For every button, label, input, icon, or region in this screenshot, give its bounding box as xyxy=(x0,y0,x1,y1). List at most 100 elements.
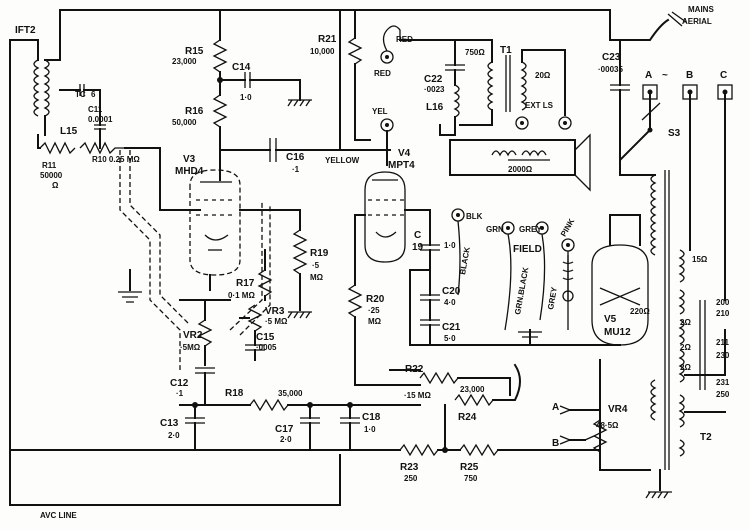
terminal-pink[interactable] xyxy=(561,238,575,252)
label-c19: C xyxy=(414,230,421,241)
resistor-r16 xyxy=(212,94,271,151)
label-c23: C23 xyxy=(602,52,621,63)
label-red-1: RED xyxy=(396,35,413,44)
label-c12-val: ·1 xyxy=(176,389,184,398)
ht-rail xyxy=(59,9,611,151)
resistor-r20 xyxy=(347,214,421,386)
capacitor-c14 xyxy=(219,72,312,107)
label-v5-ohm: 220Ω xyxy=(630,307,650,316)
earth-symbol xyxy=(118,269,142,303)
label-pink: PINK xyxy=(559,217,576,238)
terminal-a[interactable] xyxy=(642,84,658,100)
label-grey-2: GREY xyxy=(546,286,559,311)
label-aerial: AERIAL xyxy=(682,17,712,26)
capacitor-c13 xyxy=(185,404,205,451)
label-vr3: VR3 xyxy=(265,306,285,317)
resistor-r17 xyxy=(257,249,273,301)
label-r17: R17 xyxy=(236,278,255,289)
label-r25: R25 xyxy=(460,462,479,473)
label-r19-unit: MΩ xyxy=(310,273,324,282)
earth-symbol xyxy=(518,331,542,338)
potentiometer-vr3 xyxy=(239,304,263,346)
resistor-r11 xyxy=(39,141,76,155)
label-c16: C16 xyxy=(286,152,305,163)
label-vr2: VR2 xyxy=(183,330,203,341)
label-r20-unit: MΩ xyxy=(368,317,382,326)
terminal-grn[interactable] xyxy=(501,221,515,235)
label-c15-val: ·0005 xyxy=(256,343,277,352)
label-c17-val: 2·0 xyxy=(280,435,292,444)
label-r19: R19 xyxy=(310,248,329,259)
label-mains-b: B xyxy=(552,438,559,449)
terminal-c[interactable] xyxy=(717,84,733,100)
lead-black xyxy=(457,220,461,296)
label-v3-type: MHD4 xyxy=(175,166,204,177)
lead-red xyxy=(382,25,401,52)
label-r23: R23 xyxy=(400,462,419,473)
label-r16-val: 50,000 xyxy=(172,118,197,127)
label-field: FIELD xyxy=(513,244,542,255)
label-r15-val: 23,000 xyxy=(172,57,197,66)
label-t2: T2 xyxy=(700,432,712,443)
terminal-ext-ls-2[interactable] xyxy=(558,116,572,130)
terminal-b[interactable] xyxy=(682,84,698,100)
label-r18: R18 xyxy=(225,388,244,399)
potentiometer-vr2 xyxy=(179,299,231,366)
label-v4-type: MPT4 xyxy=(388,160,415,171)
pilot-lamp-icon xyxy=(562,290,574,302)
terminal-red-top[interactable] xyxy=(380,50,394,64)
label-c19-val: 1·0 xyxy=(444,241,456,250)
potentiometer-vr4 xyxy=(559,405,651,471)
capacitor-c15 xyxy=(245,344,265,361)
label-c11-val: 0.0001 xyxy=(88,115,113,124)
label-r11-unit: Ω xyxy=(52,181,59,190)
label-vr2-val: ·5MΩ xyxy=(180,343,201,352)
resistor-r22 xyxy=(389,369,511,396)
label-r19-val: ·5 xyxy=(312,261,320,270)
label-r21: R21 xyxy=(318,34,337,45)
label-v5-type: MU12 xyxy=(604,327,631,338)
label-r16: R16 xyxy=(185,106,204,117)
valve-v4 xyxy=(354,171,431,263)
label-t1-sec: 20Ω xyxy=(535,71,551,80)
resistor-r24 xyxy=(444,363,521,451)
wire xyxy=(124,147,201,211)
resistor-r10 xyxy=(79,141,125,155)
label-r24-val: 23,000 xyxy=(460,385,485,394)
capacitor-c23 xyxy=(609,11,687,161)
label-vr4-val: 48·5Ω xyxy=(596,421,619,430)
label-yellow: YELLOW xyxy=(325,156,360,165)
label-r22-val: ·15 MΩ xyxy=(404,391,431,400)
label-vr4: VR4 xyxy=(608,404,628,415)
valve-v3 xyxy=(189,149,301,291)
label-c20: C20 xyxy=(442,286,461,297)
label-tap-231: 231 xyxy=(716,378,730,387)
terminal-yel[interactable] xyxy=(380,118,394,132)
label-c13: C13 xyxy=(160,418,179,429)
label-r20-val: ·25 xyxy=(368,306,380,315)
label-c14-val: 1·0 xyxy=(240,93,252,102)
label-mains-a: A xyxy=(552,402,559,413)
label-c11: C11 xyxy=(88,105,103,114)
terminal-ext-ls-1[interactable] xyxy=(515,116,529,130)
label-r25-val: 750 xyxy=(464,474,478,483)
label-r15: R15 xyxy=(185,46,204,57)
label-r11: R11 xyxy=(42,161,57,170)
label-r17-val: 0·1 MΩ xyxy=(228,291,255,300)
label-grey-1: GREY xyxy=(519,225,542,234)
capacitor-c20 xyxy=(409,269,440,346)
label-tap-211: 211 xyxy=(716,338,729,347)
label-c16-val: ·1 xyxy=(292,165,300,174)
label-r23-val: 250 xyxy=(404,474,418,483)
label-t2-15: 15Ω xyxy=(692,255,708,264)
label-l16: L16 xyxy=(426,102,444,113)
transformer-t1 xyxy=(454,39,566,126)
terminal-blk[interactable] xyxy=(451,208,465,222)
label-term-a: A xyxy=(645,70,652,81)
label-c19-num: 19 xyxy=(412,242,424,253)
label-tc: TC xyxy=(75,90,86,99)
label-mains: MAINS xyxy=(688,5,714,14)
switch-s3[interactable] xyxy=(641,102,661,133)
